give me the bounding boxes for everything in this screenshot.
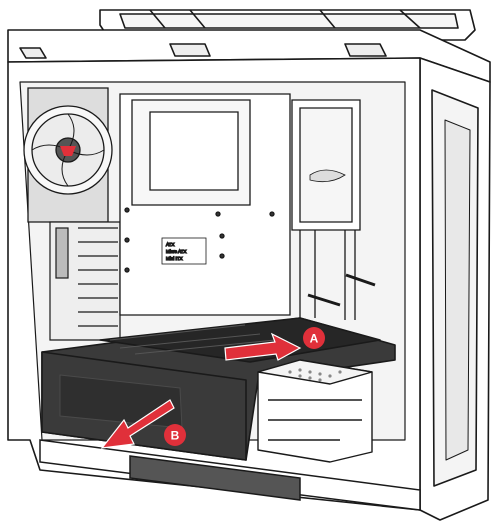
expansion-slots <box>49 221 121 341</box>
side-bracket <box>291 99 376 320</box>
size-label-atx: ATX <box>166 242 174 247</box>
callout-arrow-b: B <box>100 399 186 449</box>
size-label-micro-atx: Micro ATX <box>166 249 186 254</box>
badge-b-label: B <box>171 429 180 443</box>
front-panel <box>419 57 491 521</box>
motherboard-tray: ATX Micro ATX Mini ITX <box>119 93 291 316</box>
badge-a-label: A <box>310 332 319 346</box>
callout-arrow-a: A <box>224 327 325 361</box>
arrow-b-shape <box>100 399 175 449</box>
rear-fan <box>23 87 113 223</box>
badge-a-circle <box>303 327 325 349</box>
arrow-a-shape <box>224 332 302 361</box>
size-label-mini-itx: Mini ITX <box>166 256 183 261</box>
drive-cage <box>257 359 373 463</box>
case-base <box>39 439 421 511</box>
badge-b-circle <box>164 424 186 446</box>
